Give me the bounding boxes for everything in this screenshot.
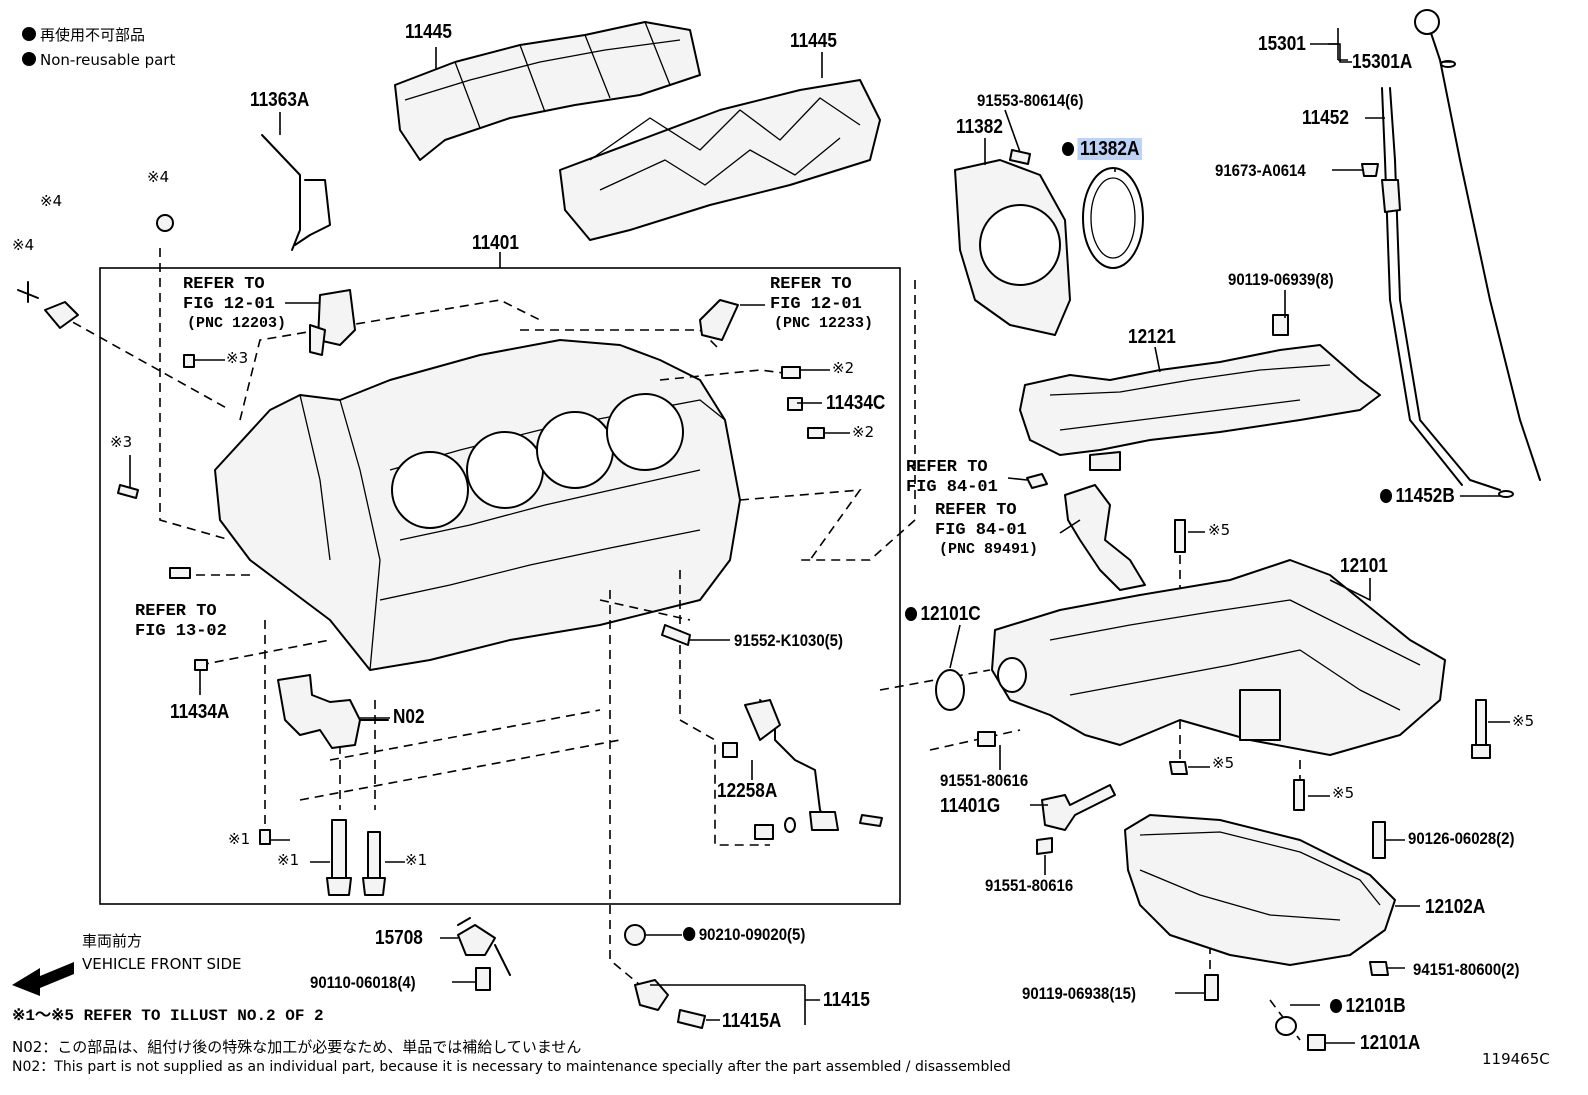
bullet-icon xyxy=(22,27,36,41)
label-11415a[interactable]: 11415A xyxy=(722,1010,782,1032)
mark-5-stud: ※5 xyxy=(1208,521,1231,539)
label-15301[interactable]: 15301 xyxy=(1258,33,1306,55)
label-11415[interactable]: 11415 xyxy=(823,989,870,1011)
mark-2-upper: ※2 xyxy=(832,359,855,377)
label-11452b[interactable]: 11452B xyxy=(1380,486,1455,506)
dipstick-guide xyxy=(1389,87,1501,491)
vehicle-front-en: VEHICLE FRONT SIDE xyxy=(82,955,242,973)
label-94151-80600[interactable]: 94151-80600(2) xyxy=(1413,960,1520,979)
oil-strainer xyxy=(1064,484,1146,591)
mark-2-lower: ※2 xyxy=(852,423,875,441)
n02-note-en: N02：This part is not supplied as an indi… xyxy=(12,1059,1011,1075)
nonreusable-dot-icon xyxy=(1330,999,1343,1013)
rear-oil-seal xyxy=(1082,167,1144,269)
mark-4-left: ※4 xyxy=(40,192,63,210)
label-11445-right[interactable]: 11445 xyxy=(790,30,837,52)
vehicle-front-arrow xyxy=(12,962,74,996)
oil-pan-upper xyxy=(991,559,1446,756)
mark-3-upper: ※3 xyxy=(226,349,249,367)
vehicle-front-jp: 車両前方 xyxy=(82,932,143,950)
label-91551-80616-lower[interactable]: 91551-80616 xyxy=(985,876,1074,895)
mark-1-bolt-left: ※1 xyxy=(277,851,300,869)
label-91673-a0614[interactable]: 91673-A0614 xyxy=(1215,161,1306,180)
label-12101c[interactable]: 12101C xyxy=(905,604,981,624)
legend-nonreusable-jp: 再使用不可部品 xyxy=(22,27,145,43)
refer-fig-12-01-b[interactable]: REFER TO FIG 12-01 (PNC 12233) xyxy=(770,275,874,332)
bracket-11363a xyxy=(261,134,331,251)
label-12101a[interactable]: 12101A xyxy=(1360,1032,1421,1054)
n02-note-jp: N02：この部品は、組付け後の特殊な加工が必要なため、単品では補給していません xyxy=(12,1038,582,1056)
label-11434a[interactable]: 11434A xyxy=(170,701,230,723)
mark-4-lower: ※4 xyxy=(12,236,35,254)
refer-fig-13-02[interactable]: REFER TO FIG 13-02 xyxy=(135,602,227,641)
label-12258a[interactable]: 12258A xyxy=(717,780,778,802)
label-12101b[interactable]: 12101B xyxy=(1330,996,1406,1016)
n02-part xyxy=(277,674,361,749)
bullet-icon xyxy=(22,52,36,66)
bearing-set-upper xyxy=(394,21,701,161)
mark-5-bolt-center: ※5 xyxy=(1332,784,1355,802)
label-11434c[interactable]: 11434C xyxy=(826,392,886,414)
mark-3-lower: ※3 xyxy=(110,433,133,451)
label-n02[interactable]: N02 xyxy=(393,706,425,728)
label-15708[interactable]: 15708 xyxy=(375,927,423,949)
label-11363a[interactable]: 11363A xyxy=(250,89,310,111)
refer-fig-12-01-a[interactable]: REFER TO FIG 12-01 (PNC 12203) xyxy=(183,275,287,332)
mark-1-bolt-right: ※1 xyxy=(405,851,428,869)
label-90210-09020[interactable]: 90210-09020(5) xyxy=(683,926,805,943)
label-91553-80614[interactable]: 91553-80614(6) xyxy=(977,91,1084,110)
figure-id: 119465C xyxy=(1482,1050,1550,1068)
illust-reference-note: ※1～※5 REFER TO ILLUST NO.2 OF 2 xyxy=(12,1007,324,1025)
label-91551-80616-upper[interactable]: 91551-80616 xyxy=(940,771,1029,790)
label-11401g[interactable]: 11401G xyxy=(940,795,1001,817)
dipstick xyxy=(1429,29,1541,481)
label-90119-06939[interactable]: 90119-06939(8) xyxy=(1228,270,1334,289)
highlighted-part-number: 11382A xyxy=(1077,138,1142,160)
oil-seal-retainer xyxy=(954,149,1071,336)
legend-nonreusable-en: Non-reusable part xyxy=(22,52,175,68)
cylinder-block xyxy=(214,339,741,671)
mark-5-nut: ※5 xyxy=(1212,754,1235,772)
oil-pan-lower xyxy=(1124,814,1396,966)
bearing-set-lower xyxy=(559,79,881,241)
mark-5-bolt-right: ※5 xyxy=(1512,712,1535,730)
label-11445-left[interactable]: 11445 xyxy=(405,21,452,43)
nonreusable-dot-icon xyxy=(683,927,696,941)
label-90126-06028[interactable]: 90126-06028(2) xyxy=(1408,829,1515,848)
label-90110-06018[interactable]: 90110-06018(4) xyxy=(310,973,416,992)
mark-1-pin: ※1 xyxy=(228,830,251,848)
label-90119-06938[interactable]: 90119-06938(15) xyxy=(1022,984,1136,1003)
label-11401[interactable]: 11401 xyxy=(472,232,519,254)
label-11382a[interactable]: 11382A xyxy=(1062,138,1142,160)
left-fasteners xyxy=(17,214,271,845)
label-11452[interactable]: 11452 xyxy=(1302,107,1349,129)
label-15301a[interactable]: 15301A xyxy=(1352,51,1413,73)
label-12101[interactable]: 12101 xyxy=(1340,555,1388,577)
baffle-plate xyxy=(1019,344,1381,456)
nonreusable-dot-icon xyxy=(1062,142,1075,156)
label-12121[interactable]: 12121 xyxy=(1128,326,1176,348)
refer-fig-84-01-b[interactable]: REFER TO FIG 84-01 (PNC 89491) xyxy=(935,501,1039,558)
label-91552-k1030[interactable]: 91552-K1030(5) xyxy=(734,631,843,650)
mark-4-upper: ※4 xyxy=(147,168,170,186)
refer-fig-84-01-a[interactable]: REFER TO FIG 84-01 xyxy=(906,458,998,497)
label-12102a[interactable]: 12102A xyxy=(1425,896,1486,918)
nonreusable-dot-icon xyxy=(905,607,918,621)
nonreusable-dot-icon xyxy=(1380,489,1393,503)
label-11382[interactable]: 11382 xyxy=(956,116,1003,138)
o-ring-12101c xyxy=(935,669,965,711)
